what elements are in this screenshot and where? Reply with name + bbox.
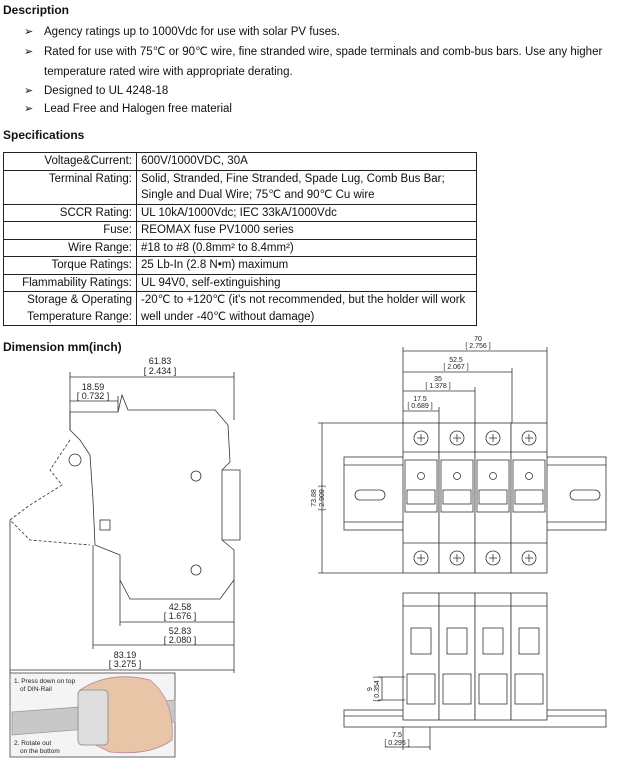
- list-item: ➢Agency ratings up to 1000Vdc for use wi…: [24, 26, 340, 38]
- list-item: ➢Rated for use with 75℃ or 90℃ wire, fin…: [24, 46, 603, 78]
- screw-icon: [413, 550, 429, 566]
- screw-icon: [521, 550, 537, 566]
- description-heading: Description: [3, 3, 70, 17]
- bullet-text: Designed to UL 4248-18: [44, 85, 169, 97]
- spec-value: -20℃ to +120℃ (it's not recommended, but…: [136, 291, 477, 326]
- list-item: ➢Designed to UL 4248-18: [24, 85, 169, 97]
- spec-value: UL 94V0, self-extinguishing: [136, 273, 477, 292]
- spec-label: Flammability Ratings:: [3, 273, 137, 292]
- dim-label: 42.58: [169, 602, 192, 612]
- dim-label: 18.59: [82, 382, 105, 392]
- installation-photo: 1. Press down on top of DIN-Rail 2. Rota…: [9, 672, 176, 758]
- dim-label: [ 0.354 ]: [374, 676, 381, 701]
- fuse-holder-module-bottom: [510, 592, 548, 721]
- table-row: Storage & Operating Temperature Range:-2…: [3, 291, 477, 326]
- dim-label: 9: [367, 687, 374, 691]
- photo-caption: 2. Rotate out: [14, 740, 51, 747]
- dim-label: 35: [434, 376, 442, 383]
- screw-icon: [485, 550, 501, 566]
- table-row: SCCR Rating:UL 10kA/1000Vdc; IEC 33kA/10…: [3, 203, 477, 222]
- fuse-holder-module: [402, 422, 440, 574]
- bottom-view-drawing: [343, 592, 607, 728]
- dim-label: [ 0.732 ]: [77, 391, 110, 401]
- photo-caption: 1. Press down on top: [14, 678, 75, 685]
- dim-label: [ 1.378 ]: [425, 383, 450, 390]
- table-row: Fuse:REOMAX fuse PV1000 series: [3, 221, 477, 240]
- table-row: Torque Ratings:25 Lb-In (2.8 N•m) maximu…: [3, 256, 477, 275]
- dim-label: 7.5: [392, 732, 402, 739]
- screw-icon: [521, 430, 537, 446]
- dim-label: 70: [474, 336, 482, 343]
- dim-label: 52.5: [449, 357, 463, 364]
- spec-label: SCCR Rating:: [3, 203, 137, 222]
- photo-caption: of DIN-Rail: [20, 686, 52, 693]
- table-row: Terminal Rating:Solid, Stranded, Fine St…: [3, 169, 477, 205]
- bullet-text: Lead Free and Halogen free material: [44, 103, 232, 115]
- dim-label: [ 1.676 ]: [164, 611, 197, 621]
- fuse-holder-module: [438, 422, 476, 574]
- screw-icon: [449, 430, 465, 446]
- side-view-drawing: [9, 393, 241, 600]
- spec-value: 600V/1000VDC, 30A: [136, 152, 477, 171]
- dim-label: 83.19: [114, 650, 137, 660]
- screw-icon: [485, 430, 501, 446]
- dim-label: [ 2.080 ]: [164, 635, 197, 645]
- spec-value: Solid, Stranded, Fine Stranded, Spade Lu…: [136, 169, 477, 205]
- photo-caption: on the bottom: [20, 748, 60, 755]
- fuse-holder-module-bottom: [402, 592, 440, 721]
- dim-label: [ 2.067 ]: [443, 364, 468, 371]
- dim-label: [ 3.275 ]: [109, 659, 142, 669]
- front-dimensions: 70 [ 2.756 ] 52.5 [ 2.067 ] 35 [ 1.378 ]…: [311, 336, 548, 750]
- dim-label: 73.88: [311, 489, 318, 507]
- spec-value: 25 Lb-In (2.8 N•m) maximum: [136, 256, 477, 275]
- dim-label: 52.83: [169, 626, 192, 636]
- table-row: Flammability Ratings:UL 94V0, self-extin…: [3, 273, 477, 292]
- description-list: ➢Agency ratings up to 1000Vdc for use wi…: [0, 22, 614, 118]
- dim-label: 17.5: [413, 396, 427, 403]
- bullet-text: Rated for use with 75℃ or 90℃ wire, fine…: [44, 46, 603, 78]
- spec-label: Storage & Operating Temperature Range:: [3, 291, 137, 326]
- list-item: ➢Lead Free and Halogen free material: [24, 103, 232, 115]
- fuse-holder-module: [474, 422, 512, 574]
- fuse-holder-module-bottom: [474, 592, 512, 721]
- spec-value: UL 10kA/1000Vdc; IEC 33kA/1000Vdc: [136, 203, 477, 222]
- fuse-holder-module-bottom: [438, 592, 476, 721]
- specifications-heading: Specifications: [3, 128, 85, 142]
- bullet-text: Agency ratings up to 1000Vdc for use wit…: [44, 26, 340, 38]
- dim-label: 61.83: [149, 356, 172, 366]
- fuse-holder-module: [510, 422, 548, 574]
- dim-label: [ 0.689 ]: [407, 403, 432, 410]
- front-view-drawing: [343, 422, 607, 574]
- screw-icon: [413, 430, 429, 446]
- side-dimensions: 61.83 [ 2.434 ] 18.59 [ 0.732 ] 42.58 [ …: [9, 356, 235, 673]
- dimension-heading: Dimension mm(inch): [3, 340, 122, 354]
- dim-label: [ 0.295 ]: [384, 740, 409, 747]
- screw-icon: [449, 550, 465, 566]
- dim-label: [ 2.756 ]: [465, 343, 490, 350]
- dim-label: [ 2.909 ]: [319, 485, 326, 510]
- dim-label: [ 2.434 ]: [144, 366, 177, 376]
- spec-value: REOMAX fuse PV1000 series: [136, 221, 477, 240]
